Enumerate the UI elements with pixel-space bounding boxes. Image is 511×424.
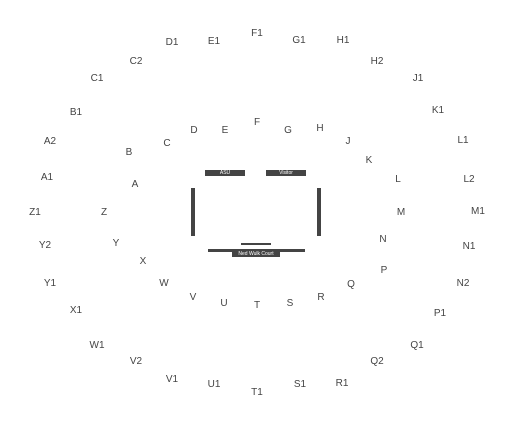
section-J1[interactable]: J1 [412,73,424,84]
section-J[interactable]: J [345,136,351,147]
section-W[interactable]: W [159,278,169,289]
section-V2[interactable]: V2 [129,356,143,367]
section-Y1[interactable]: Y1 [43,278,57,289]
section-R[interactable]: R [317,292,325,303]
section-X[interactable]: X [139,256,147,267]
section-R1[interactable]: R1 [335,378,349,389]
section-U1[interactable]: U1 [207,379,221,390]
section-Y2[interactable]: Y2 [38,240,52,251]
section-F1[interactable]: F1 [251,28,263,39]
section-G[interactable]: G [284,125,292,136]
section-V[interactable]: V [189,292,197,303]
section-V1[interactable]: V1 [165,374,179,385]
section-D[interactable]: D [190,125,198,136]
visitor-bench-label: Visitor [266,170,306,176]
section-X1[interactable]: X1 [69,305,83,316]
section-H2[interactable]: H2 [370,56,384,67]
section-P1[interactable]: P1 [433,308,447,319]
court-name-label: Ned Wulk Court [232,251,280,257]
section-B1[interactable]: B1 [69,107,83,118]
section-A1[interactable]: A1 [40,172,54,183]
section-Z1[interactable]: Z1 [29,207,41,218]
section-H[interactable]: H [316,123,324,134]
section-C1[interactable]: C1 [90,73,104,84]
section-B[interactable]: B [125,147,133,158]
section-N2[interactable]: N2 [456,278,470,289]
section-M1[interactable]: M1 [471,206,485,217]
section-K1[interactable]: K1 [431,105,445,116]
section-Z[interactable]: Z [100,207,108,218]
section-G1[interactable]: G1 [292,35,306,46]
section-Y[interactable]: Y [112,238,120,249]
section-M[interactable]: M [396,207,406,218]
section-L2[interactable]: L2 [463,174,475,185]
section-Q1[interactable]: Q1 [410,340,424,351]
section-D1[interactable]: D1 [165,37,179,48]
section-A[interactable]: A [131,179,139,190]
section-C[interactable]: C [163,138,171,149]
court-baseline [208,249,305,252]
section-T1[interactable]: T1 [251,387,263,398]
section-A2[interactable]: A2 [43,136,57,147]
section-L1[interactable]: L1 [457,135,469,146]
section-L[interactable]: L [395,174,401,185]
court-sideline-right [317,188,321,236]
section-U[interactable]: U [220,298,228,309]
section-K[interactable]: K [365,155,373,166]
section-N1[interactable]: N1 [462,241,476,252]
asu-bench-label: ASU [205,170,245,176]
section-S1[interactable]: S1 [293,379,307,390]
section-T[interactable]: T [253,300,261,311]
section-F[interactable]: F [253,117,261,128]
section-E1[interactable]: E1 [207,36,221,47]
section-S[interactable]: S [286,298,294,309]
section-Q[interactable]: Q [347,279,355,290]
section-P[interactable]: P [380,265,388,276]
section-H1[interactable]: H1 [336,35,350,46]
section-N[interactable]: N [379,234,387,245]
court-sideline-left [191,188,195,236]
scorers-table-line [241,243,271,245]
section-C2[interactable]: C2 [129,56,143,67]
section-W1[interactable]: W1 [89,340,105,351]
section-Q2[interactable]: Q2 [370,356,384,367]
section-E[interactable]: E [221,125,229,136]
